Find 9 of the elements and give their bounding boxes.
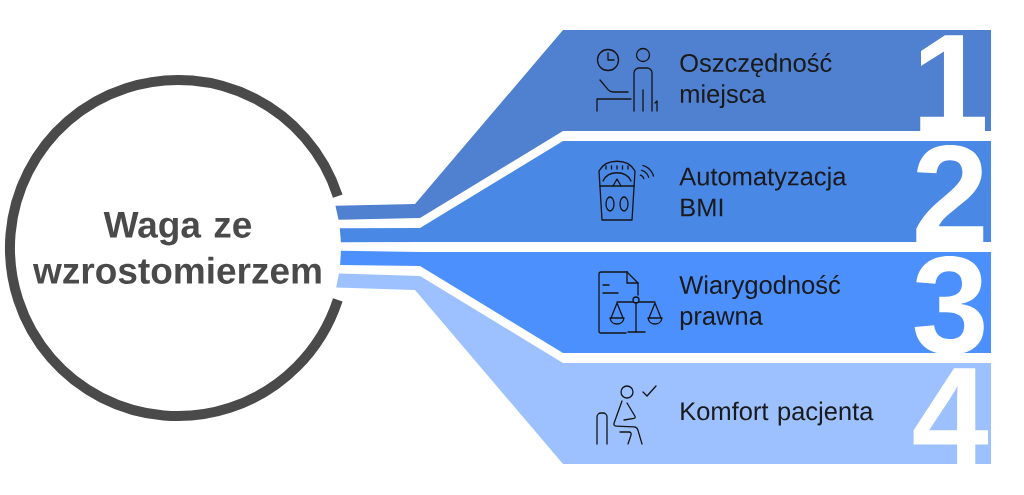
connector [335, 30, 563, 220]
step-number: 3 [914, 255, 984, 355]
step-number: 2 [916, 144, 984, 242]
connector [339, 141, 563, 243]
node-label: Komfort pacjenta [681, 401, 874, 426]
step-number: 1 [920, 35, 985, 131]
connector [336, 273, 563, 464]
step-number: 4 [913, 368, 989, 464]
connector [340, 250, 563, 353]
